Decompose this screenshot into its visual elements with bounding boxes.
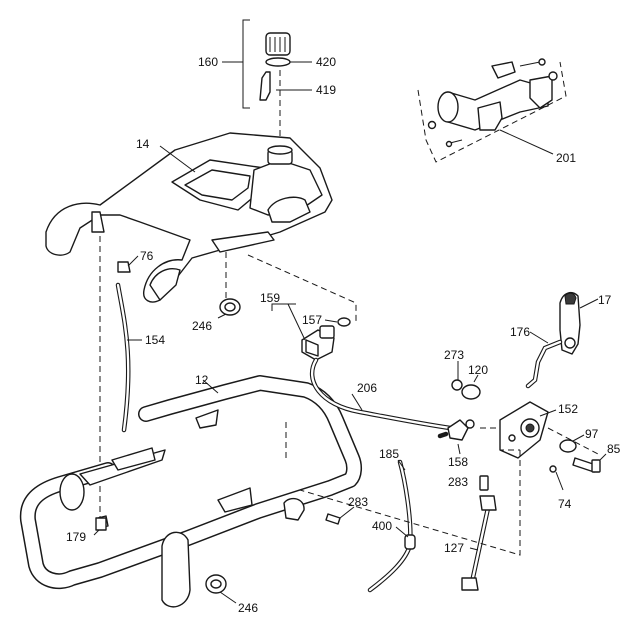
- fuel-tank-shroud: [45, 132, 333, 303]
- callout-159: 159: [260, 291, 280, 305]
- handle-bracket-kit: [427, 58, 558, 148]
- callout-185: 185: [379, 447, 399, 461]
- cable-206: [309, 357, 453, 431]
- fuel-cap-assembly: [259, 32, 291, 140]
- callout-74: 74: [558, 497, 572, 511]
- throttle-control-152: [480, 401, 549, 459]
- callout-157: 157: [302, 313, 322, 327]
- callout-201: 201: [556, 151, 576, 165]
- screw-283-mid: [325, 513, 341, 525]
- callout-273: 273: [444, 348, 464, 362]
- screw-283-right: [479, 475, 489, 491]
- callout-283-right: 283: [448, 475, 468, 489]
- callout-85: 85: [607, 442, 621, 456]
- callout-246-bottom: 246: [238, 601, 258, 615]
- callout-152: 152: [558, 402, 578, 416]
- callout-176: 176: [510, 325, 530, 339]
- callout-158: 158: [448, 455, 468, 469]
- clamp-246-bottom: [205, 574, 227, 594]
- callout-246-top: 246: [192, 319, 212, 333]
- cable-400: [367, 459, 416, 593]
- clamp-246-top: [219, 298, 241, 316]
- bolt-85: [572, 457, 601, 473]
- callout-127: 127: [444, 541, 464, 555]
- callout-154: 154: [145, 333, 165, 347]
- callout-419: 419: [316, 83, 336, 97]
- screw-179: [95, 517, 107, 531]
- callout-76: 76: [140, 249, 154, 263]
- callout-179: 179: [66, 530, 86, 544]
- callout-420: 420: [316, 55, 336, 69]
- callout-206: 206: [357, 381, 377, 395]
- callout-12: 12: [195, 373, 209, 387]
- bracket-160: [242, 19, 250, 109]
- callout-120: 120: [468, 363, 488, 377]
- frame-12: [19, 375, 363, 608]
- callout-97: 97: [585, 427, 599, 441]
- washer-97: [559, 439, 577, 453]
- callout-14: 14: [136, 137, 150, 151]
- nut-74: [549, 465, 557, 473]
- throttle-lever-17: [559, 291, 581, 355]
- callout-400: 400: [372, 519, 392, 533]
- link-rod-127: [461, 495, 497, 591]
- callout-17: 17: [598, 293, 612, 307]
- callout-160: 160: [198, 55, 218, 69]
- nut-273: [451, 379, 463, 391]
- washer-120: [461, 384, 481, 400]
- clip-76: [117, 261, 131, 273]
- fuel-line-154: [115, 282, 131, 433]
- connector-158: [437, 419, 475, 441]
- fuel-valve-159: [301, 317, 351, 361]
- callout-283-mid: 283: [348, 495, 368, 509]
